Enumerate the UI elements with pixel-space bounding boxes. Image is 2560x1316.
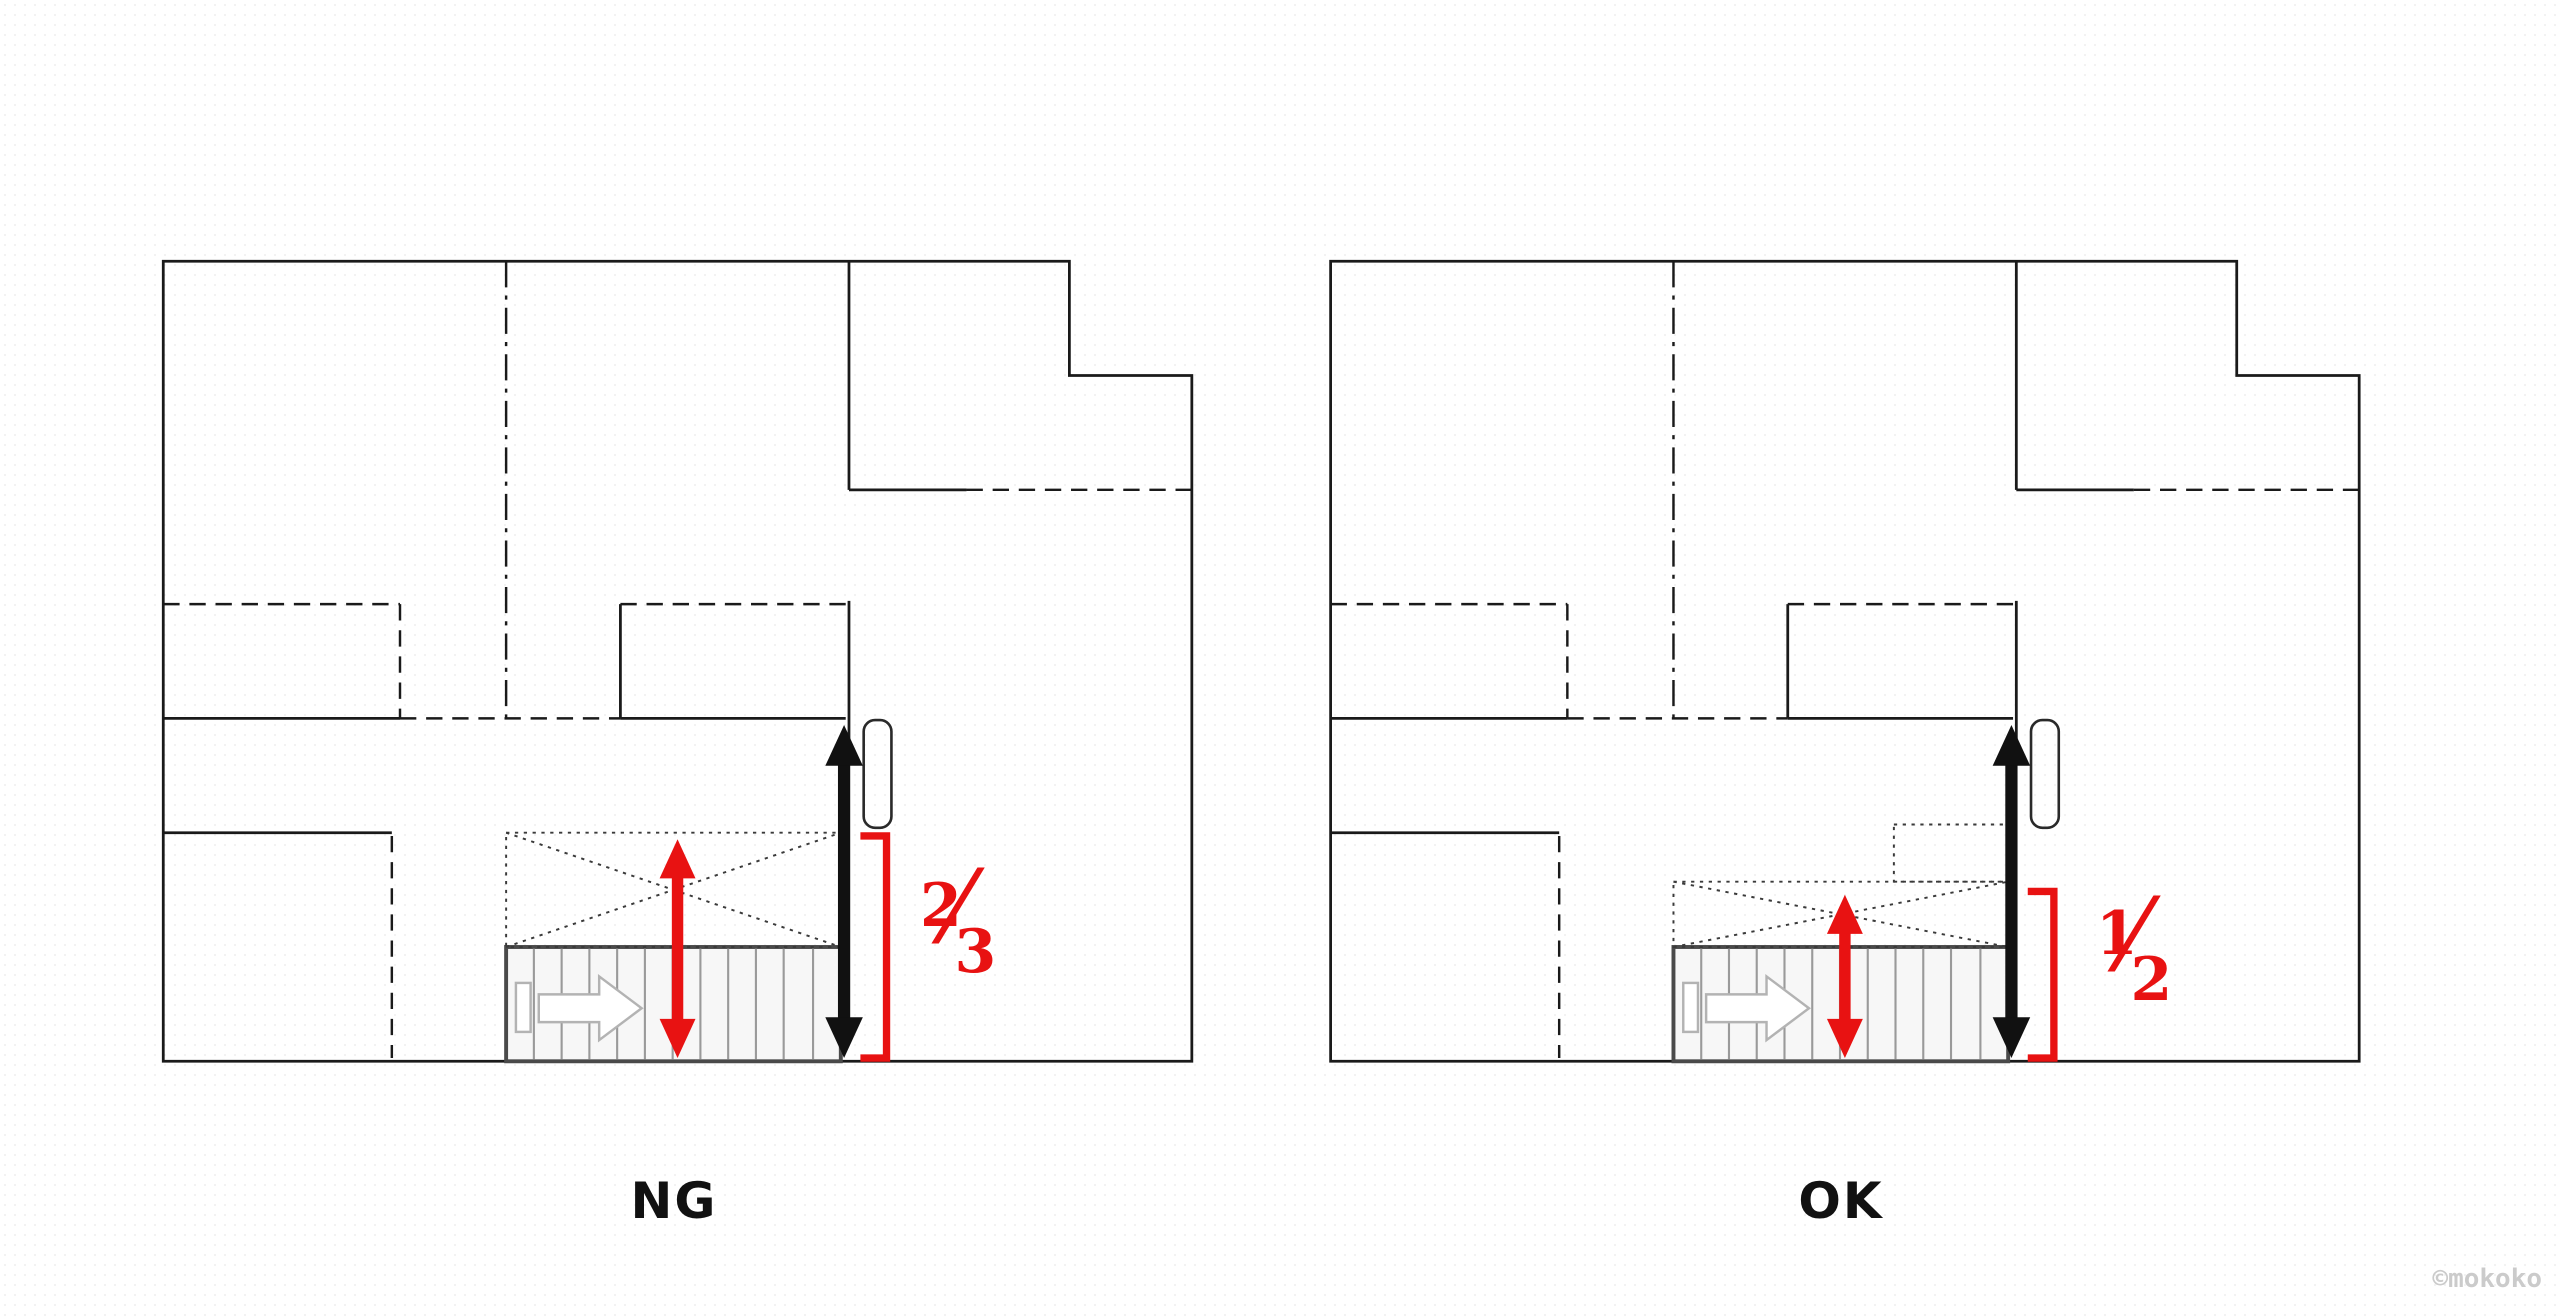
void-height-arrow: [1826, 894, 1863, 1059]
fraction-slash-icon: ⁄: [2125, 877, 2143, 994]
void-reduced-area: [1892, 823, 2013, 883]
outer-walls: [1329, 259, 2361, 1063]
stair-direction-arrow-icon: [1704, 973, 1812, 1043]
ratio-label-ok: 1 ⁄ 2: [2096, 886, 2173, 1024]
interior-walls: [1330, 261, 2360, 1059]
stair-direction-arrow-icon: [537, 973, 644, 1043]
stair-start-mark: [514, 981, 532, 1034]
ratio-numerator: 2: [920, 871, 962, 941]
ratio-denominator: 3: [954, 917, 997, 987]
outer-walls: [161, 259, 1194, 1063]
ratio-bracket-ok: [2027, 887, 2058, 1062]
door-leaf: [862, 718, 893, 830]
floor-plan-ng: [161, 259, 1194, 1064]
ratio-denominator: 2: [2130, 945, 2173, 1015]
stair-start-mark: [1682, 981, 1700, 1034]
watermark: ©mokoko: [2432, 1264, 2542, 1294]
ratio-label-ng: 2 ⁄ 3: [920, 858, 997, 996]
total-height-arrow: [825, 724, 863, 1059]
ratio-bracket-ng: [860, 832, 891, 1062]
fraction-slash-icon: ⁄: [949, 849, 967, 966]
caption-ok: OK: [1798, 1172, 1884, 1230]
ratio-numerator: 1: [2096, 899, 2138, 969]
total-height-arrow: [1992, 724, 2031, 1059]
caption-ng: NG: [630, 1172, 718, 1230]
void-height-arrow: [659, 839, 696, 1059]
floor-plan-ok: [1329, 259, 2361, 1064]
door-leaf: [2029, 718, 2061, 830]
interior-walls: [163, 261, 1192, 1059]
